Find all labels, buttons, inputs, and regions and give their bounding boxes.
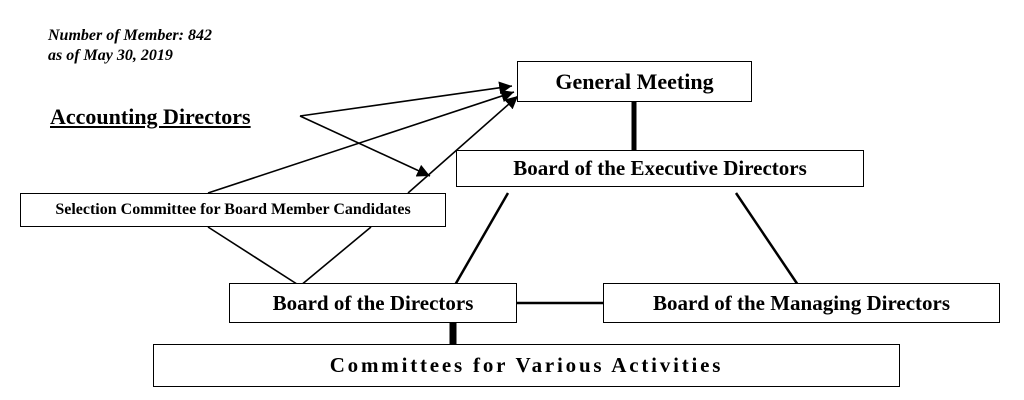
board-directors-box: Board of the Directors — [229, 283, 517, 323]
committees-box: Committees for Various Activities — [153, 344, 900, 387]
arrow-selection-junction-general — [407, 95, 519, 194]
selection-committee-label: Selection Committee for Board Member Can… — [55, 201, 411, 218]
member-count: Number of Member: 842 — [48, 27, 212, 44]
executive-directors-box: Board of the Executive Directors — [456, 150, 864, 187]
arrow-selection-general — [207, 89, 515, 194]
general-meeting-box: General Meeting — [517, 61, 752, 102]
selection-committee-box: Selection Committee for Board Member Can… — [20, 193, 446, 227]
link-selection-directors-right — [299, 226, 372, 287]
managing-directors-box: Board of the Managing Directors — [603, 283, 1000, 323]
link-executive-managing — [734, 192, 800, 286]
link-executive-directors — [453, 192, 510, 286]
arrow-accounting-executive — [299, 115, 431, 177]
arrow-accounting-general — [299, 81, 513, 117]
accounting-directors-label: Accounting Directors — [50, 104, 251, 129]
as-of-date: as of May 30, 2019 — [48, 47, 173, 64]
general-meeting-label: General Meeting — [555, 68, 714, 94]
link-selection-directors-left — [207, 226, 301, 287]
managing-directors-label: Board of the Managing Directors — [652, 290, 951, 315]
board-directors-label: Board of the Directors — [272, 290, 474, 315]
member-count-note: Number of Member: 842 as of May 30, 2019 — [48, 26, 212, 66]
committees-label: Committees for Various Activities — [329, 353, 724, 377]
executive-directors-label: Board of the Executive Directors — [513, 156, 807, 180]
